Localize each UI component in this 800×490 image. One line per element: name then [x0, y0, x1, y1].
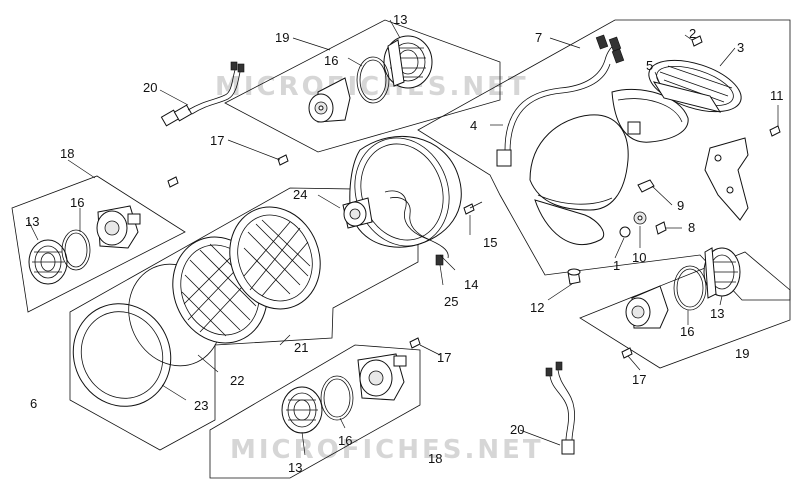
callout-2: 2: [689, 26, 696, 41]
indicator-lens-top: [383, 35, 433, 89]
indicator-body-left: [96, 205, 141, 249]
headlamp-screw: [463, 201, 483, 215]
indicator-gasket-top: [356, 56, 390, 104]
callout-24: 24: [293, 187, 307, 202]
callout-25: 25: [444, 294, 458, 309]
headlamp-rim: [72, 303, 172, 407]
callout-9: 9: [677, 198, 684, 213]
group-outline-bottom-indicator: [209, 344, 421, 479]
indicator-lens-right: [703, 247, 741, 299]
callout-13-top: 13: [393, 12, 407, 27]
watermark-bottom: MICROFICHES.NET: [230, 435, 544, 465]
callout-16-right: 16: [680, 324, 694, 339]
watermark-top: MICROFICHES.NET: [215, 72, 529, 102]
group-outline-right-indicator: [579, 251, 791, 369]
fender-mount-bolt: [619, 179, 667, 238]
callout-labels: 1 2 3 4 5 6 7 8 9 10 11 12 13 13 13 13 1…: [25, 12, 784, 475]
indicator-body-right: [625, 285, 669, 329]
callout-16-left: 16: [70, 195, 84, 210]
callout-17-top: 17: [210, 133, 224, 148]
callout-16-top: 16: [324, 53, 338, 68]
callout-17-bottom: 17: [437, 350, 451, 365]
rubber-grommet: [567, 268, 581, 285]
leader-lines: [27, 19, 779, 456]
indicator-lens-bottom: [281, 386, 323, 434]
callout-17-right: 17: [632, 372, 646, 387]
callout-19-right: 19: [735, 346, 749, 361]
callout-12: 12: [530, 300, 544, 315]
indicator-screw-right: [621, 347, 633, 359]
callout-19-top: 19: [275, 30, 289, 45]
callout-4: 4: [470, 118, 477, 133]
callout-20-top: 20: [143, 80, 157, 95]
callout-13-right: 13: [710, 306, 724, 321]
bulb-holder: [342, 197, 373, 229]
callout-10: 10: [632, 250, 646, 265]
indicator-body-top: [308, 77, 351, 123]
callout-11: 11: [770, 88, 784, 103]
headlamp-reflector: [229, 206, 321, 310]
indicator-gasket-left: [61, 229, 91, 271]
callout-13-left: 13: [25, 214, 39, 229]
license-plate-bracket: [704, 137, 749, 221]
indicator-gasket-bottom: [320, 375, 354, 421]
indicator-body-bottom: [357, 353, 407, 401]
headlamp-shell: [349, 135, 462, 248]
wiring-connector-top-left: [160, 61, 245, 127]
callout-14: 14: [464, 277, 478, 292]
rear-fender-cowl: [529, 114, 629, 245]
callout-5: 5: [646, 58, 653, 73]
callout-3: 3: [737, 40, 744, 55]
group-outline-top-left-indicator: [224, 19, 501, 153]
group-outline-left-indicator: [11, 175, 186, 313]
tail-light-screws: [691, 35, 781, 137]
callout-15: 15: [483, 235, 497, 250]
tail-light-housing: [611, 88, 689, 143]
indicator-gasket-right: [673, 265, 707, 311]
callout-23: 23: [194, 398, 208, 413]
callout-7: 7: [535, 30, 542, 45]
callout-18-left: 18: [60, 146, 74, 161]
callout-22: 22: [230, 373, 244, 388]
callout-18-bottom: 18: [428, 451, 442, 466]
headlamp-wiring: [384, 190, 449, 266]
tail-light-wiring: [496, 34, 625, 167]
wiring-connector-bottom-right: [545, 361, 575, 455]
tail-light-gasket: [652, 81, 722, 113]
callout-13-bottom: 13: [288, 460, 302, 475]
callout-20-bottom: 20: [510, 422, 524, 437]
indicator-lens-left: [28, 239, 68, 285]
callout-6: 6: [30, 396, 37, 411]
callout-8: 8: [688, 220, 695, 235]
callout-16-bottom: 16: [338, 433, 352, 448]
screws-17: [167, 154, 421, 349]
callout-21: 21: [294, 340, 308, 355]
callout-1: 1: [613, 258, 620, 273]
